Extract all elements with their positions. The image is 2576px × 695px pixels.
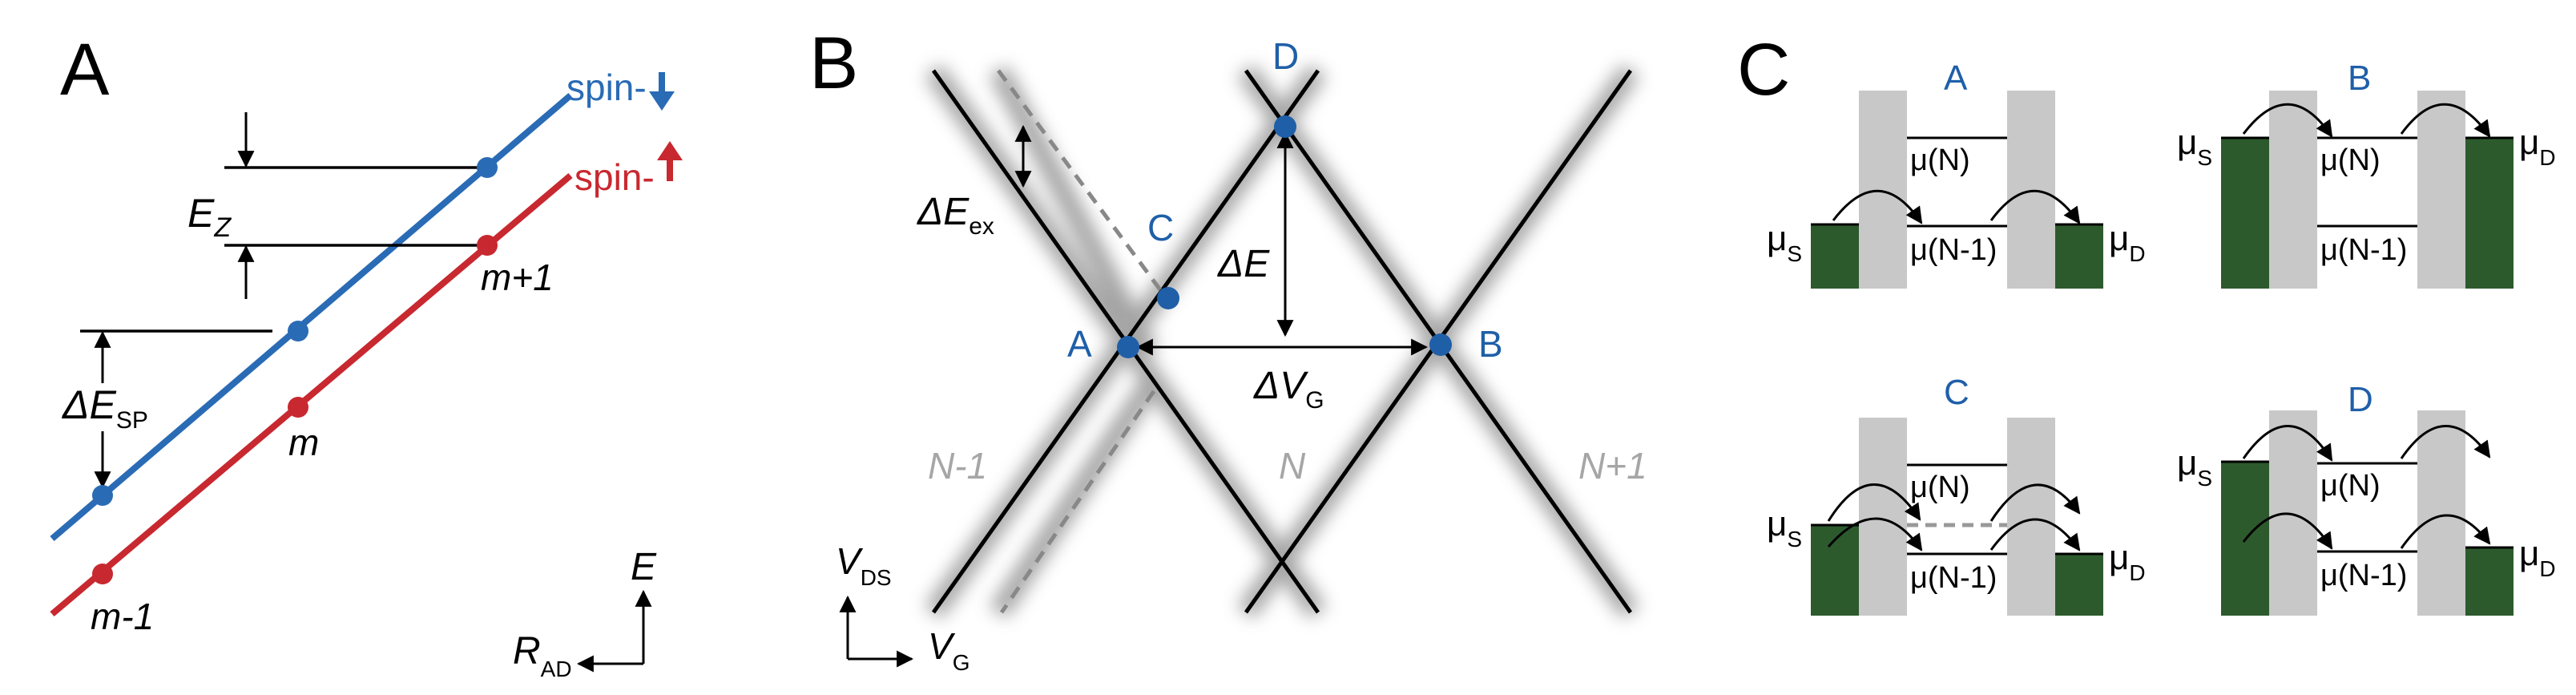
tunnel-arrow-in-lower bbox=[2242, 512, 2333, 550]
panel-c: C A μ(N) μ(N-1) μS μD B bbox=[1737, 29, 2556, 616]
label-m-minus-1: m-1 bbox=[91, 596, 154, 637]
subpanel-d: D μ(N) μ(N-1) μS μD bbox=[2177, 380, 2556, 616]
tunnel-arrow-out-excited bbox=[1989, 483, 2081, 522]
point-a bbox=[1117, 336, 1139, 358]
level-n-minus-1-label: μ(N-1) bbox=[2320, 559, 2407, 592]
region-n-minus-1: N-1 bbox=[928, 445, 987, 487]
level-n-minus-1-label: μ(N-1) bbox=[1910, 561, 1997, 595]
source-reservoir bbox=[2221, 138, 2269, 289]
tunnel-arrow-in bbox=[1827, 517, 1923, 552]
level-n-label: μ(N) bbox=[1910, 471, 1970, 504]
tunnel-arrow-in bbox=[1832, 189, 1923, 224]
barrier-left bbox=[2269, 91, 2317, 289]
subpanel-b: B μ(N) μ(N-1) μS μD bbox=[2177, 59, 2556, 289]
mu-s-label: μS bbox=[2177, 123, 2212, 170]
subpanel-a: A μ(N) μ(N-1) μS μD bbox=[1767, 59, 2146, 289]
point-d bbox=[1274, 115, 1296, 138]
barrier-right bbox=[2417, 91, 2465, 289]
panel-c-label: C bbox=[1737, 29, 1790, 111]
tunnel-arrow-out bbox=[2400, 425, 2491, 459]
level-n-minus-1-label: μ(N-1) bbox=[1910, 233, 1997, 267]
label-m-plus-1: m+1 bbox=[481, 257, 554, 298]
eex-label: ΔEex bbox=[917, 191, 994, 240]
excited-line-upper bbox=[996, 69, 1168, 299]
mu-d-label: μD bbox=[2519, 123, 2556, 170]
axis-e-label: E bbox=[631, 546, 657, 588]
subpanel-b-label: B bbox=[2348, 59, 2371, 98]
tunnel-arrow-out-lower bbox=[2400, 514, 2491, 549]
region-n: N bbox=[1279, 445, 1306, 487]
level-n-label: μ(N) bbox=[1910, 143, 1970, 177]
mu-s-label: μS bbox=[2177, 443, 2212, 491]
mu-s-label: μS bbox=[1767, 504, 1802, 552]
panel-b: B ΔEex ΔE ΔVG A B bbox=[809, 22, 1647, 675]
barrier-right bbox=[2007, 91, 2055, 289]
label-m: m bbox=[288, 422, 319, 463]
barrier-left bbox=[2269, 410, 2317, 616]
diamond-shading bbox=[925, 64, 1639, 619]
barrier-left bbox=[1859, 418, 1907, 616]
mu-s-label: μS bbox=[1767, 219, 1802, 266]
tunnel-arrow-out bbox=[2400, 103, 2491, 138]
drain-reservoir bbox=[2055, 554, 2103, 616]
drain-reservoir bbox=[2465, 138, 2514, 289]
panel-a: A EZ ΔESP spin- spin- bbox=[50, 29, 683, 681]
point-d-label: D bbox=[1272, 35, 1299, 77]
spin-down-label: spin- bbox=[566, 67, 647, 108]
axis-rad-label: RAD bbox=[513, 630, 572, 681]
region-n-plus-1: N+1 bbox=[1578, 445, 1647, 487]
drain-reservoir bbox=[2465, 548, 2514, 616]
axis-vg-label: VG bbox=[928, 625, 970, 675]
mu-d-label: μD bbox=[2109, 538, 2146, 585]
point-c-label: C bbox=[1147, 207, 1174, 249]
level-n-minus-1-label: μ(N-1) bbox=[2320, 233, 2407, 267]
spin-up-point-m bbox=[288, 397, 308, 418]
tunnel-arrow-out bbox=[1989, 518, 2081, 552]
tunnel-arrow-in-excited bbox=[1827, 483, 1921, 522]
de-label: ΔE bbox=[1217, 243, 1270, 285]
spin-down-point-m bbox=[288, 321, 308, 341]
mu-d-label: μD bbox=[2519, 534, 2556, 581]
tunnel-arrow-in bbox=[2242, 425, 2333, 462]
spin-up-point-m-plus-1 bbox=[477, 235, 498, 256]
subpanel-c-label: C bbox=[1944, 373, 1969, 412]
spin-up-point-m-minus-1 bbox=[92, 564, 113, 584]
barrier-right bbox=[2007, 418, 2055, 616]
spin-down-point-m-minus-1 bbox=[92, 485, 113, 506]
point-a-label: A bbox=[1067, 323, 1092, 365]
level-n-label: μ(N) bbox=[2320, 469, 2380, 503]
point-b bbox=[1429, 333, 1452, 356]
axis-vds-label: VDS bbox=[836, 540, 892, 590]
point-b-label: B bbox=[1478, 323, 1503, 365]
spin-down-point-m-plus-1 bbox=[477, 157, 498, 178]
spin-down-arrow-icon bbox=[649, 72, 675, 111]
panel-a-label: A bbox=[60, 29, 110, 111]
spin-up-arrow-icon bbox=[657, 141, 683, 181]
level-n-label: μ(N) bbox=[2320, 143, 2380, 177]
esp-label: ΔESP bbox=[62, 382, 148, 434]
tunnel-arrow-in bbox=[2242, 103, 2333, 138]
drain-reservoir bbox=[2055, 224, 2103, 289]
subpanel-d-label: D bbox=[2348, 380, 2373, 419]
source-reservoir bbox=[1811, 224, 1859, 289]
barrier-right bbox=[2417, 410, 2465, 616]
tunnel-arrow-out bbox=[1989, 189, 2081, 224]
excited-line-lower bbox=[999, 390, 1156, 614]
spin-up-label: spin- bbox=[574, 156, 655, 198]
barrier-left bbox=[1859, 91, 1907, 289]
point-c bbox=[1157, 287, 1179, 309]
subpanel-c: C μ(N) μ(N-1) μS μD bbox=[1767, 373, 2146, 616]
ez-label: EZ bbox=[187, 191, 232, 243]
panel-b-label: B bbox=[809, 22, 858, 104]
mu-d-label: μD bbox=[2109, 219, 2146, 266]
subpanel-a-label: A bbox=[1944, 59, 1968, 98]
dvg-label: ΔVG bbox=[1253, 365, 1324, 414]
